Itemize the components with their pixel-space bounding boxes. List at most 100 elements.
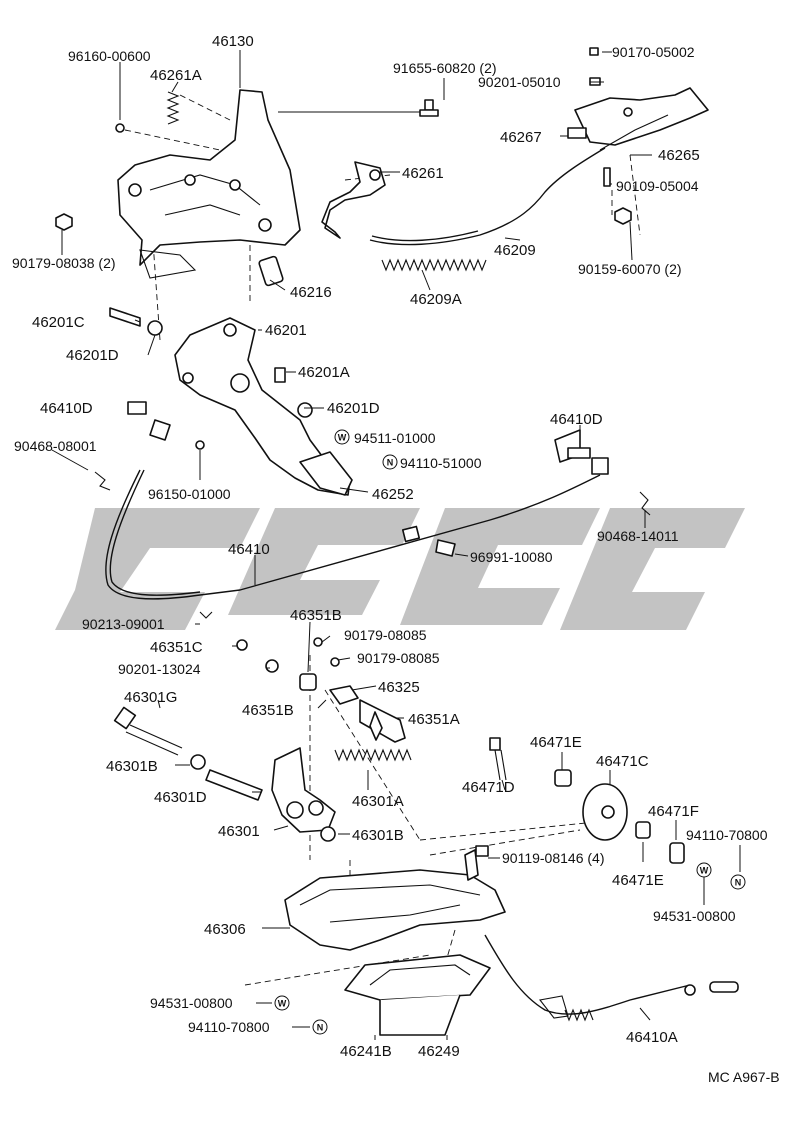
svg-text:N: N <box>317 1023 324 1033</box>
link-46261 <box>321 161 386 239</box>
label-94511-01000: 94511-01000 <box>354 430 436 446</box>
nut-90170-05002 <box>589 47 599 56</box>
symbol-w-1: W <box>334 429 350 445</box>
pad-46216 <box>258 255 284 287</box>
nut-46301B <box>190 754 206 770</box>
bolt-46301G <box>113 706 183 756</box>
label-46471F: 46471F <box>648 803 699 820</box>
sleeve-46471F <box>669 842 685 864</box>
leader-lines <box>51 50 741 1040</box>
nut-90179-08038 <box>55 213 73 231</box>
label-46471E-top: 46471E <box>530 734 582 751</box>
symbol-n-1: N <box>382 454 398 470</box>
lever-46301 <box>271 747 336 833</box>
label-46252: 46252 <box>372 486 414 503</box>
bushing-46471E-top <box>554 769 572 787</box>
bracket-46130 <box>117 89 301 279</box>
cable-46209 <box>369 147 606 246</box>
svg-text:W: W <box>700 866 709 876</box>
base-46306 <box>284 845 506 951</box>
bolt-46471D <box>489 737 507 781</box>
label-46241B: 46241B <box>340 1043 392 1060</box>
label-46130: 46130 <box>212 33 254 50</box>
label-94531-00800-right: 94531-00800 <box>653 908 736 924</box>
spring-46261A <box>166 91 180 125</box>
bolt-90159-60070 <box>614 207 632 225</box>
label-46410: 46410 <box>228 541 270 558</box>
label-90468-08001: 90468-08001 <box>14 438 97 454</box>
bolt-91655-60820 <box>419 99 439 117</box>
pin-46351A <box>359 699 406 743</box>
svg-text:W: W <box>338 433 347 443</box>
label-46249: 46249 <box>418 1043 460 1060</box>
svg-text:N: N <box>387 458 394 468</box>
label-90201-13024: 90201-13024 <box>118 661 201 677</box>
label-96160-00600: 96160-00600 <box>68 48 151 64</box>
clip-90468-08001 <box>94 471 111 491</box>
bushing-46325 <box>329 685 359 705</box>
collar-46301B <box>320 826 336 842</box>
pin-46267 <box>567 127 587 139</box>
label-90109-05004: 90109-05004 <box>616 178 699 194</box>
pin-46301D <box>205 769 263 801</box>
spring-46301A <box>334 748 412 762</box>
nut-96160-00600 <box>115 123 125 133</box>
label-46410D-right: 46410D <box>550 411 603 428</box>
label-46301D: 46301D <box>154 789 207 806</box>
cable-46410A <box>484 934 691 1015</box>
label-46201D-left: 46201D <box>66 347 119 364</box>
label-94531-00800-left: 94531-00800 <box>150 995 233 1011</box>
bushing-46351B-top <box>299 673 317 691</box>
label-46209A: 46209A <box>410 291 462 308</box>
label-46301G: 46301G <box>124 689 177 706</box>
label-46216: 46216 <box>290 284 332 301</box>
boot-46249 <box>379 994 461 1036</box>
label-46351B-bottom: 46351B <box>242 702 294 719</box>
pad-46252 <box>299 451 353 496</box>
label-46471E-bottom: 46471E <box>612 872 664 889</box>
bolt-46410D-left <box>127 401 147 415</box>
watermark-logo <box>55 508 745 630</box>
label-46261A: 46261A <box>150 67 202 84</box>
plate-46241B <box>344 954 491 1001</box>
label-46201D-right: 46201D <box>327 400 380 417</box>
svg-text:N: N <box>735 878 742 888</box>
label-46471C: 46471C <box>596 753 649 770</box>
label-96150-01000: 96150-01000 <box>148 486 231 502</box>
label-46301A: 46301A <box>352 793 404 810</box>
label-46201C: 46201C <box>32 314 85 331</box>
collar-46201D <box>297 402 313 418</box>
label-91655-60820: 91655-60820 (2) <box>393 60 497 76</box>
label-46301: 46301 <box>218 823 260 840</box>
nut-96150-01000 <box>195 440 205 450</box>
label-46325: 46325 <box>378 679 420 696</box>
label-90179-08085-top: 90179-08085 <box>344 627 427 643</box>
diagram-code: MC A967-B <box>708 1069 780 1085</box>
label-46471D: 46471D <box>462 779 515 796</box>
label-90201-05010: 90201-05010 <box>478 74 561 90</box>
label-46306: 46306 <box>204 921 246 938</box>
lever-46265 <box>567 47 709 225</box>
clip-90213-09001 <box>199 611 213 619</box>
label-46351B-top: 46351B <box>290 607 342 624</box>
bolt-90109-05004 <box>603 167 611 187</box>
bushing-46471E-bottom <box>635 821 651 839</box>
label-46301B-right: 46301B <box>352 827 404 844</box>
label-90170-05002: 90170-05002 <box>612 44 695 60</box>
label-94110-51000: 94110-51000 <box>400 455 482 471</box>
svg-text:W: W <box>278 999 287 1009</box>
clip-90468-14011 <box>639 491 651 516</box>
label-46201: 46201 <box>265 322 307 339</box>
bolt-90119-08146 <box>475 845 489 857</box>
label-46201A: 46201A <box>298 364 350 381</box>
label-46209: 46209 <box>494 242 536 259</box>
symbol-n-2: N <box>730 874 746 890</box>
bolt-46201C <box>109 307 141 327</box>
label-90468-14011: 90468-14011 <box>597 528 679 544</box>
label-94110-70800-left: 94110-70800 <box>188 1019 270 1035</box>
label-46265: 46265 <box>658 147 700 164</box>
label-90179-08038: 90179-08038 (2) <box>12 255 116 271</box>
label-46351A: 46351A <box>408 711 460 728</box>
washer-46351C <box>236 639 248 651</box>
